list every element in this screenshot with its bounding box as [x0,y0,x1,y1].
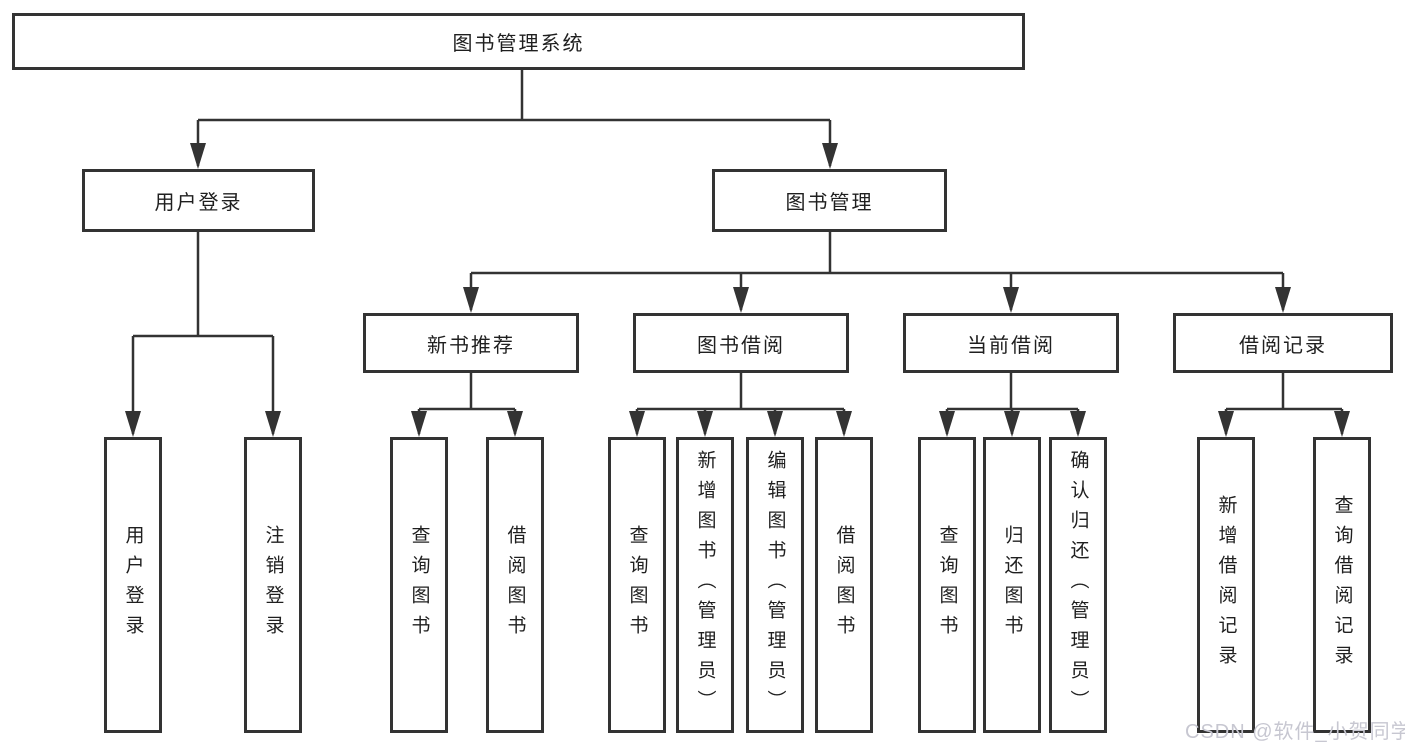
tree-edges [131,70,1344,434]
leaf-bw-edit-books-admin-label: 编辑图书（管理员） [764,450,786,720]
node-new-book-recommend: 新书推荐 [363,313,579,373]
csdn-watermark: CSDN @软件_小贺同学 [1185,721,1405,743]
leaf-br-query-record: 查询借阅记录 [1313,437,1371,733]
leaf-cb-return-books-label: 归还图书 [1001,525,1023,645]
leaf-cb-query-books-label: 查询图书 [936,525,958,645]
leaf-nb-query-books: 查询图书 [390,437,448,733]
leaf-cb-confirm-return-admin-label: 确认归还（管理员） [1067,450,1089,720]
leaf-cb-confirm-return-admin: 确认归还（管理员） [1049,437,1107,733]
leaf-bw-add-books-admin: 新增图书（管理员） [676,437,734,733]
node-book-borrow: 图书借阅 [633,313,849,373]
leaf-cb-return-books: 归还图书 [983,437,1041,733]
node-book-management-label: 图书管理 [785,192,874,214]
node-root-system: 图书管理系统 [12,13,1025,70]
leaf-br-add-record: 新增借阅记录 [1197,437,1255,733]
leaf-user-login: 用户登录 [104,437,162,733]
leaf-user-login-label: 用户登录 [122,525,144,645]
leaf-bw-query-books-label: 查询图书 [626,525,648,645]
leaf-cb-query-books: 查询图书 [918,437,976,733]
leaf-nb-borrow-books-label: 借阅图书 [504,525,526,645]
leaf-logout: 注销登录 [244,437,302,733]
leaf-bw-borrow-books: 借阅图书 [815,437,873,733]
node-book-borrow-label: 图书借阅 [697,334,785,357]
leaf-br-add-record-label: 新增借阅记录 [1215,495,1237,675]
node-borrow-record-label: 借阅记录 [1239,334,1327,357]
node-book-management: 图书管理 [712,169,947,232]
leaf-nb-query-books-label: 查询图书 [408,525,430,645]
leaf-br-query-record-label: 查询借阅记录 [1331,495,1353,675]
leaf-nb-borrow-books: 借阅图书 [486,437,544,733]
node-new-book-recommend-label: 新书推荐 [427,334,515,357]
leaf-bw-edit-books-admin: 编辑图书（管理员） [746,437,804,733]
leaf-bw-query-books: 查询图书 [608,437,666,733]
node-root-label: 图书管理系统 [452,33,585,55]
leaf-logout-label: 注销登录 [262,525,284,645]
node-user-login-label: 用户登录 [154,192,243,214]
node-current-borrow: 当前借阅 [903,313,1119,373]
node-current-borrow-label: 当前借阅 [967,334,1055,357]
leaf-bw-add-books-admin-label: 新增图书（管理员） [694,450,716,720]
leaf-bw-borrow-books-label: 借阅图书 [833,525,855,645]
node-user-login: 用户登录 [82,169,315,232]
node-borrow-record: 借阅记录 [1173,313,1393,373]
arrow-heads [125,143,1350,437]
